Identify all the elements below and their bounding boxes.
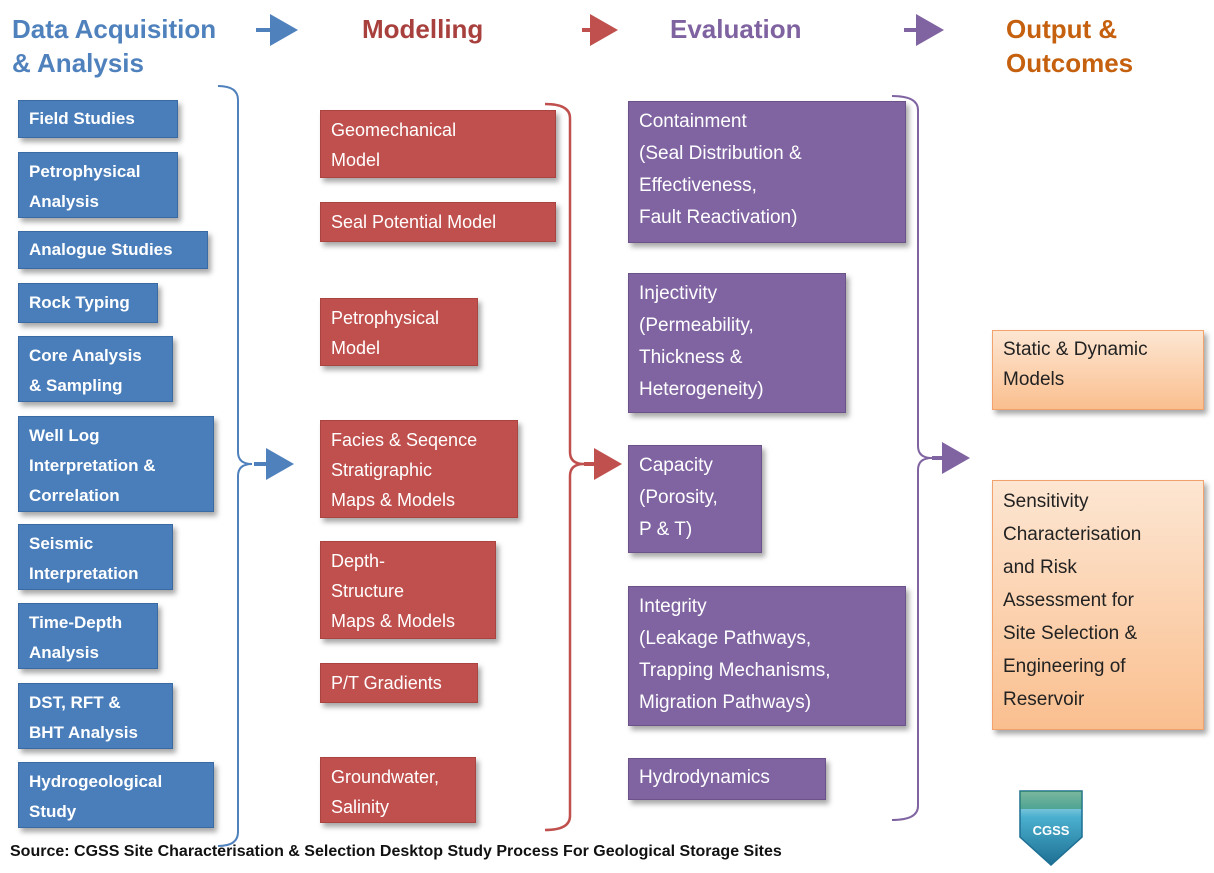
eval-box-hydrodynamics: Hydrodynamics: [628, 758, 826, 800]
data-box-dst-rft-bht: DST, RFT & BHT Analysis: [18, 683, 173, 749]
eval-box-containment: Containment (Seal Distribution & Effecti…: [628, 101, 906, 243]
eval-box-integrity: Integrity (Leakage Pathways, Trapping Me…: [628, 586, 906, 726]
eval-box-capacity: Capacity (Porosity, P & T): [628, 445, 762, 553]
header-output-outcomes: Output & Outcomes: [1006, 14, 1134, 78]
data-box-rock-typing: Rock Typing: [18, 283, 158, 323]
model-box-geomechanical: Geomechanical Model: [320, 110, 556, 178]
data-box-analogue-studies: Analogue Studies: [18, 231, 208, 269]
cgss-logo-text: CGSS: [1033, 823, 1070, 838]
data-box-seismic: Seismic Interpretation: [18, 524, 173, 590]
data-bracket: [217, 85, 253, 847]
source-caption: Source: CGSS Site Characterisation & Sel…: [10, 843, 782, 860]
data-box-petrophysical-analysis: Petrophysical Analysis: [18, 152, 178, 218]
data-box-field-studies: Field Studies: [18, 100, 178, 138]
header-data-acquisition: Data Acquisition & Analysis: [12, 14, 217, 78]
data-box-time-depth: Time-Depth Analysis: [18, 603, 158, 669]
model-box-pt-gradients: P/T Gradients: [320, 663, 478, 703]
header-evaluation: Evaluation: [670, 14, 802, 44]
cgss-logo: CGSS: [1019, 790, 1083, 867]
model-box-groundwater: Groundwater, Salinity: [320, 757, 476, 823]
model-box-petrophysical: Petrophysical Model: [320, 298, 478, 366]
header-modelling: Modelling: [362, 14, 484, 44]
output-box-static-dynamic-models: Static & Dynamic Models: [992, 330, 1204, 410]
data-box-well-log: Well Log Interpretation & Correlation: [18, 416, 214, 512]
model-box-facies: Facies & Seqence Stratigraphic Maps & Mo…: [320, 420, 518, 518]
model-box-depth-structure: Depth- Structure Maps & Models: [320, 541, 496, 639]
data-box-hydrogeological: Hydrogeological Study: [18, 762, 214, 828]
model-box-seal-potential: Seal Potential Model: [320, 202, 556, 242]
eval-box-injectivity: Injectivity (Permeability, Thickness & H…: [628, 273, 846, 413]
output-box-sensitivity-risk: Sensitivity Characterisation and Risk As…: [992, 480, 1204, 730]
data-box-core-analysis: Core Analysis & Sampling: [18, 336, 173, 402]
